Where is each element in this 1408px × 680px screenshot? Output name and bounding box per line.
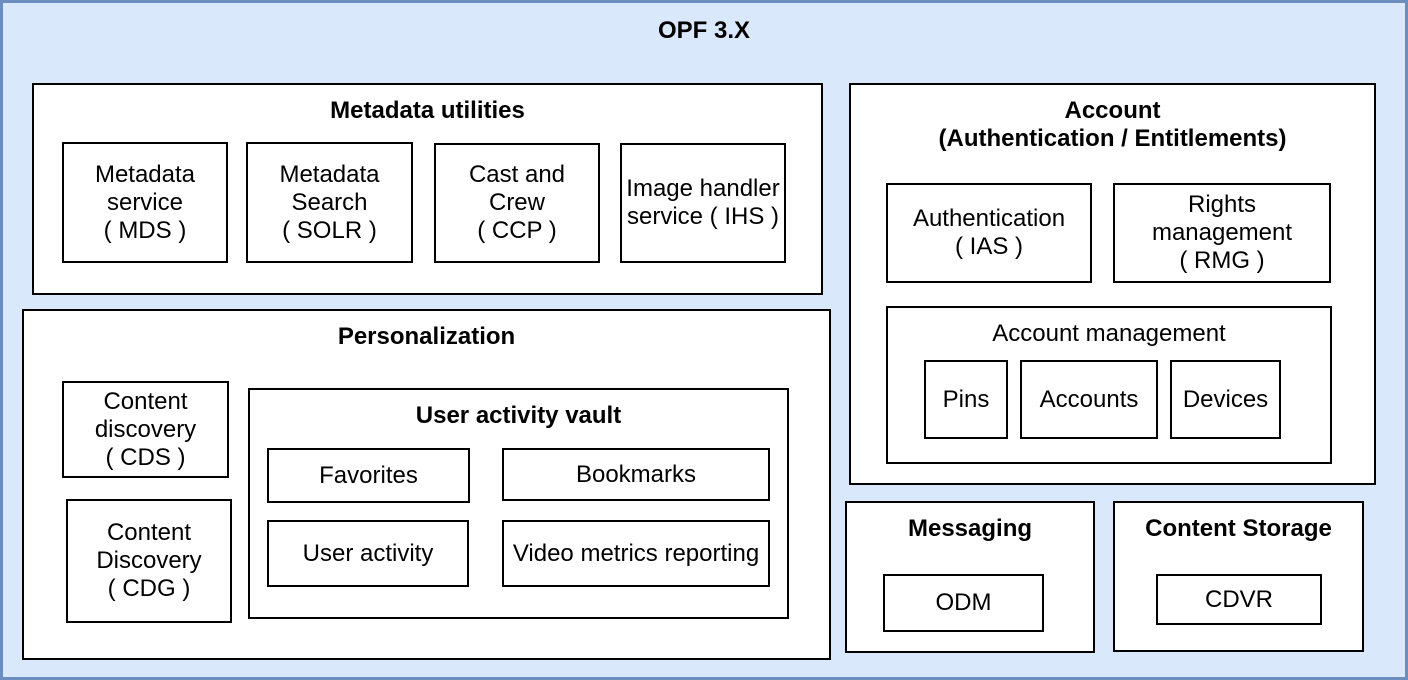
- node-user-activity: User activity: [267, 520, 469, 587]
- content-storage-title: Content Storage: [1145, 515, 1332, 542]
- group-account-management: Account management Pins Accounts Devices: [886, 306, 1332, 464]
- image-handler-ihs-label: Image handler service ( IHS ): [626, 175, 780, 230]
- pins-label: Pins: [942, 385, 990, 413]
- node-content-discovery-cdg: Content Discovery ( CDG ): [66, 499, 232, 623]
- node-image-handler-ihs: Image handler service ( IHS ): [620, 143, 786, 263]
- group-content-storage: Content Storage CDVR: [1113, 501, 1364, 652]
- account-management-title: Account management: [992, 320, 1226, 347]
- node-content-discovery-cds: Content discovery ( CDS ): [62, 381, 229, 478]
- cdvr-label: CDVR: [1204, 585, 1273, 613]
- favorites-label: Favorites: [319, 461, 418, 489]
- metadata-search-solr-label: Metadata Search ( SOLR ): [279, 160, 380, 244]
- metadata-service-mds-label: Metadata service ( MDS ): [94, 160, 196, 244]
- content-discovery-cdg-label: Content Discovery ( CDG ): [96, 519, 202, 602]
- odm-label: ODM: [935, 589, 992, 616]
- node-odm: ODM: [883, 574, 1044, 632]
- node-favorites: Favorites: [267, 448, 470, 503]
- account-title: Account (Authentication / Entitlements): [938, 97, 1287, 152]
- video-metrics-reporting-label: Video metrics reporting: [512, 539, 760, 567]
- metadata-utilities-title: Metadata utilities: [330, 97, 525, 124]
- node-rights-management-rmg: Rights management ( RMG ): [1113, 183, 1331, 283]
- rights-management-rmg-label: Rights management ( RMG ): [1151, 191, 1293, 274]
- node-cdvr: CDVR: [1156, 574, 1322, 625]
- group-user-activity-vault: User activity vault Favorites Bookmarks …: [248, 388, 789, 619]
- devices-label: Devices: [1182, 385, 1269, 413]
- content-discovery-cds-label: Content discovery ( CDS ): [94, 387, 197, 471]
- node-devices: Devices: [1170, 360, 1281, 439]
- cast-and-crew-ccp-label: Cast and Crew ( CCP ): [468, 161, 566, 244]
- node-pins: Pins: [924, 360, 1008, 439]
- personalization-title: Personalization: [337, 323, 516, 350]
- node-cast-and-crew-ccp: Cast and Crew ( CCP ): [434, 143, 600, 263]
- accounts-label: Accounts: [1039, 385, 1139, 413]
- bookmarks-label: Bookmarks: [575, 460, 697, 488]
- user-activity-vault-title: User activity vault: [415, 402, 622, 429]
- node-accounts: Accounts: [1020, 360, 1158, 439]
- user-activity-label: User activity: [302, 539, 434, 567]
- node-video-metrics-reporting: Video metrics reporting: [502, 520, 770, 587]
- messaging-title: Messaging: [907, 515, 1033, 542]
- group-personalization: Personalization Content discovery ( CDS …: [22, 309, 831, 660]
- group-messaging: Messaging ODM: [845, 501, 1095, 653]
- group-account: Account (Authentication / Entitlements) …: [849, 83, 1376, 485]
- node-metadata-search-solr: Metadata Search ( SOLR ): [246, 142, 413, 263]
- diagram-title: OPF 3.X: [657, 17, 751, 44]
- node-authentication-ias: Authentication ( IAS ): [886, 183, 1092, 283]
- node-metadata-service-mds: Metadata service ( MDS ): [62, 142, 228, 263]
- node-bookmarks: Bookmarks: [502, 448, 770, 501]
- group-metadata-utilities: Metadata utilities Metadata service ( MD…: [32, 83, 823, 295]
- authentication-ias-label: Authentication ( IAS ): [912, 205, 1066, 260]
